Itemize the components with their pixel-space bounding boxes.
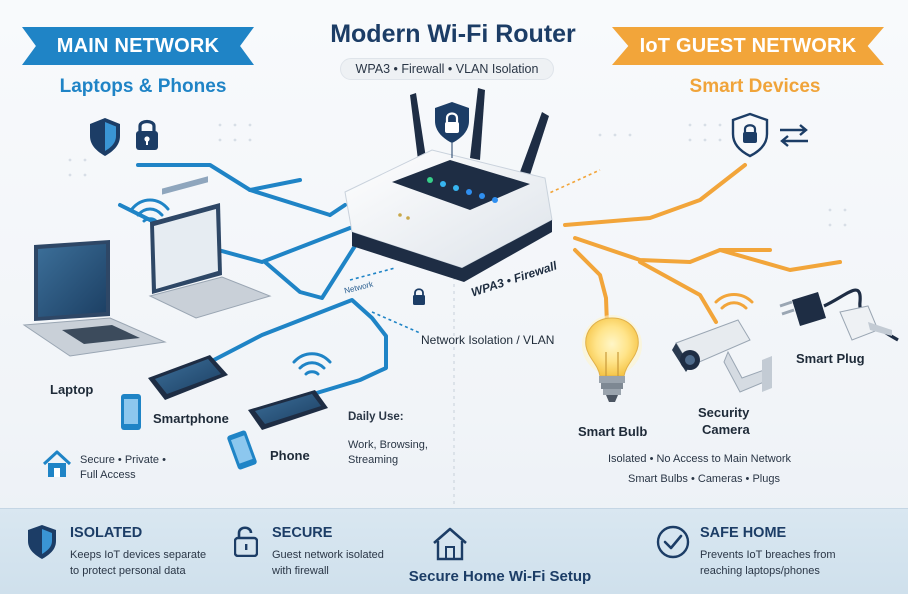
- handset-tilted-icon: [227, 430, 257, 470]
- iot-note-line-1: Isolated • No Access to Main Network: [608, 453, 791, 465]
- background-dots: [68, 123, 847, 227]
- router-shield-icon: [435, 102, 469, 158]
- daily-use-line-2: Streaming: [348, 454, 399, 466]
- security-camera-icon: [672, 319, 772, 393]
- footer-center-title: Secure Home Wi-Fi Setup: [408, 568, 592, 585]
- shield-icon: [28, 525, 56, 559]
- iot-network-lines: [563, 163, 842, 327]
- iot-note-line-2: Smart Bulbs • Cameras • Plugs: [628, 473, 780, 485]
- daily-use-title: Daily Use:: [348, 411, 404, 423]
- phone-icon: [248, 390, 328, 430]
- footer-secure-title: SECURE: [272, 525, 333, 541]
- footer-safe-home-title: SAFE HOME: [700, 525, 787, 541]
- footer-safe-home-desc-2: reaching laptops/phones: [700, 565, 820, 577]
- iot-shield-lock-icon: [731, 112, 769, 158]
- footer-isolated-desc-2: to protect personal data: [70, 565, 186, 577]
- phone-label: Phone: [270, 448, 310, 463]
- main-shield-icon: [90, 118, 120, 156]
- laptop-icon: [22, 240, 167, 357]
- wifi-signal-phone-icon: [292, 352, 332, 376]
- footer-isolated-desc-1: Keeps IoT devices separate: [70, 549, 207, 561]
- router-features-pill: WPA3 • Firewall • VLAN Isolation: [340, 58, 554, 80]
- wifi-signal-camera-icon: [714, 293, 754, 310]
- main-network-subtitle: Laptops & Phones: [59, 76, 227, 97]
- secondary-laptop-icon: [148, 176, 272, 319]
- footer-secure-desc-1: Guest network isolated: [272, 549, 384, 561]
- laptop-label: Laptop: [50, 382, 94, 397]
- smartphone-label: Smartphone: [153, 411, 229, 426]
- main-network-banner: MAIN NETWORK: [22, 27, 254, 65]
- iot-network-dashes: [544, 169, 601, 196]
- main-padlock-icon: [136, 119, 158, 150]
- smart-plug-label: Smart Plug: [796, 351, 865, 366]
- security-camera-label-line-2: Camera: [702, 422, 750, 437]
- iot-exchange-arrows-icon: [780, 124, 808, 147]
- smart-bulb-label: Smart Bulb: [578, 424, 648, 439]
- footer-panel: ISOLATED Keeps IoT devices separate to p…: [0, 508, 908, 594]
- network-isolation-label: Network Isolation / VLAN: [421, 333, 555, 347]
- smartphone-icon: [148, 355, 228, 400]
- router-icon: [344, 88, 553, 282]
- diagram-title: Modern Wi-Fi Router: [330, 20, 576, 48]
- access-line-2: Full Access: [80, 469, 136, 481]
- access-line-1: Secure • Private •: [80, 454, 166, 466]
- footer-safe-home-desc-1: Prevents IoT breaches from: [700, 549, 836, 561]
- main-network-dashes: [349, 267, 421, 334]
- smart-plug-icon: [779, 288, 899, 342]
- smart-bulb-icon: [582, 315, 642, 402]
- unlocked-padlock-icon: [234, 526, 258, 557]
- isolation-lock-icon: [413, 288, 425, 305]
- security-camera-label-line-1: Security: [698, 405, 750, 420]
- iot-network-subtitle: Smart Devices: [689, 76, 821, 97]
- footer-secure-desc-2: with firewall: [272, 565, 329, 577]
- house-icon: [433, 527, 467, 561]
- footer-isolated-title: ISOLATED: [70, 525, 143, 541]
- iot-network-banner: IoT GUEST NETWORK: [612, 27, 884, 65]
- checkmark-circle-icon: [656, 525, 690, 559]
- home-access-icon: [42, 450, 72, 477]
- wifi-signal-icon: [130, 198, 170, 223]
- handset-icon: [121, 394, 141, 430]
- daily-use-line-1: Work, Browsing,: [348, 439, 428, 451]
